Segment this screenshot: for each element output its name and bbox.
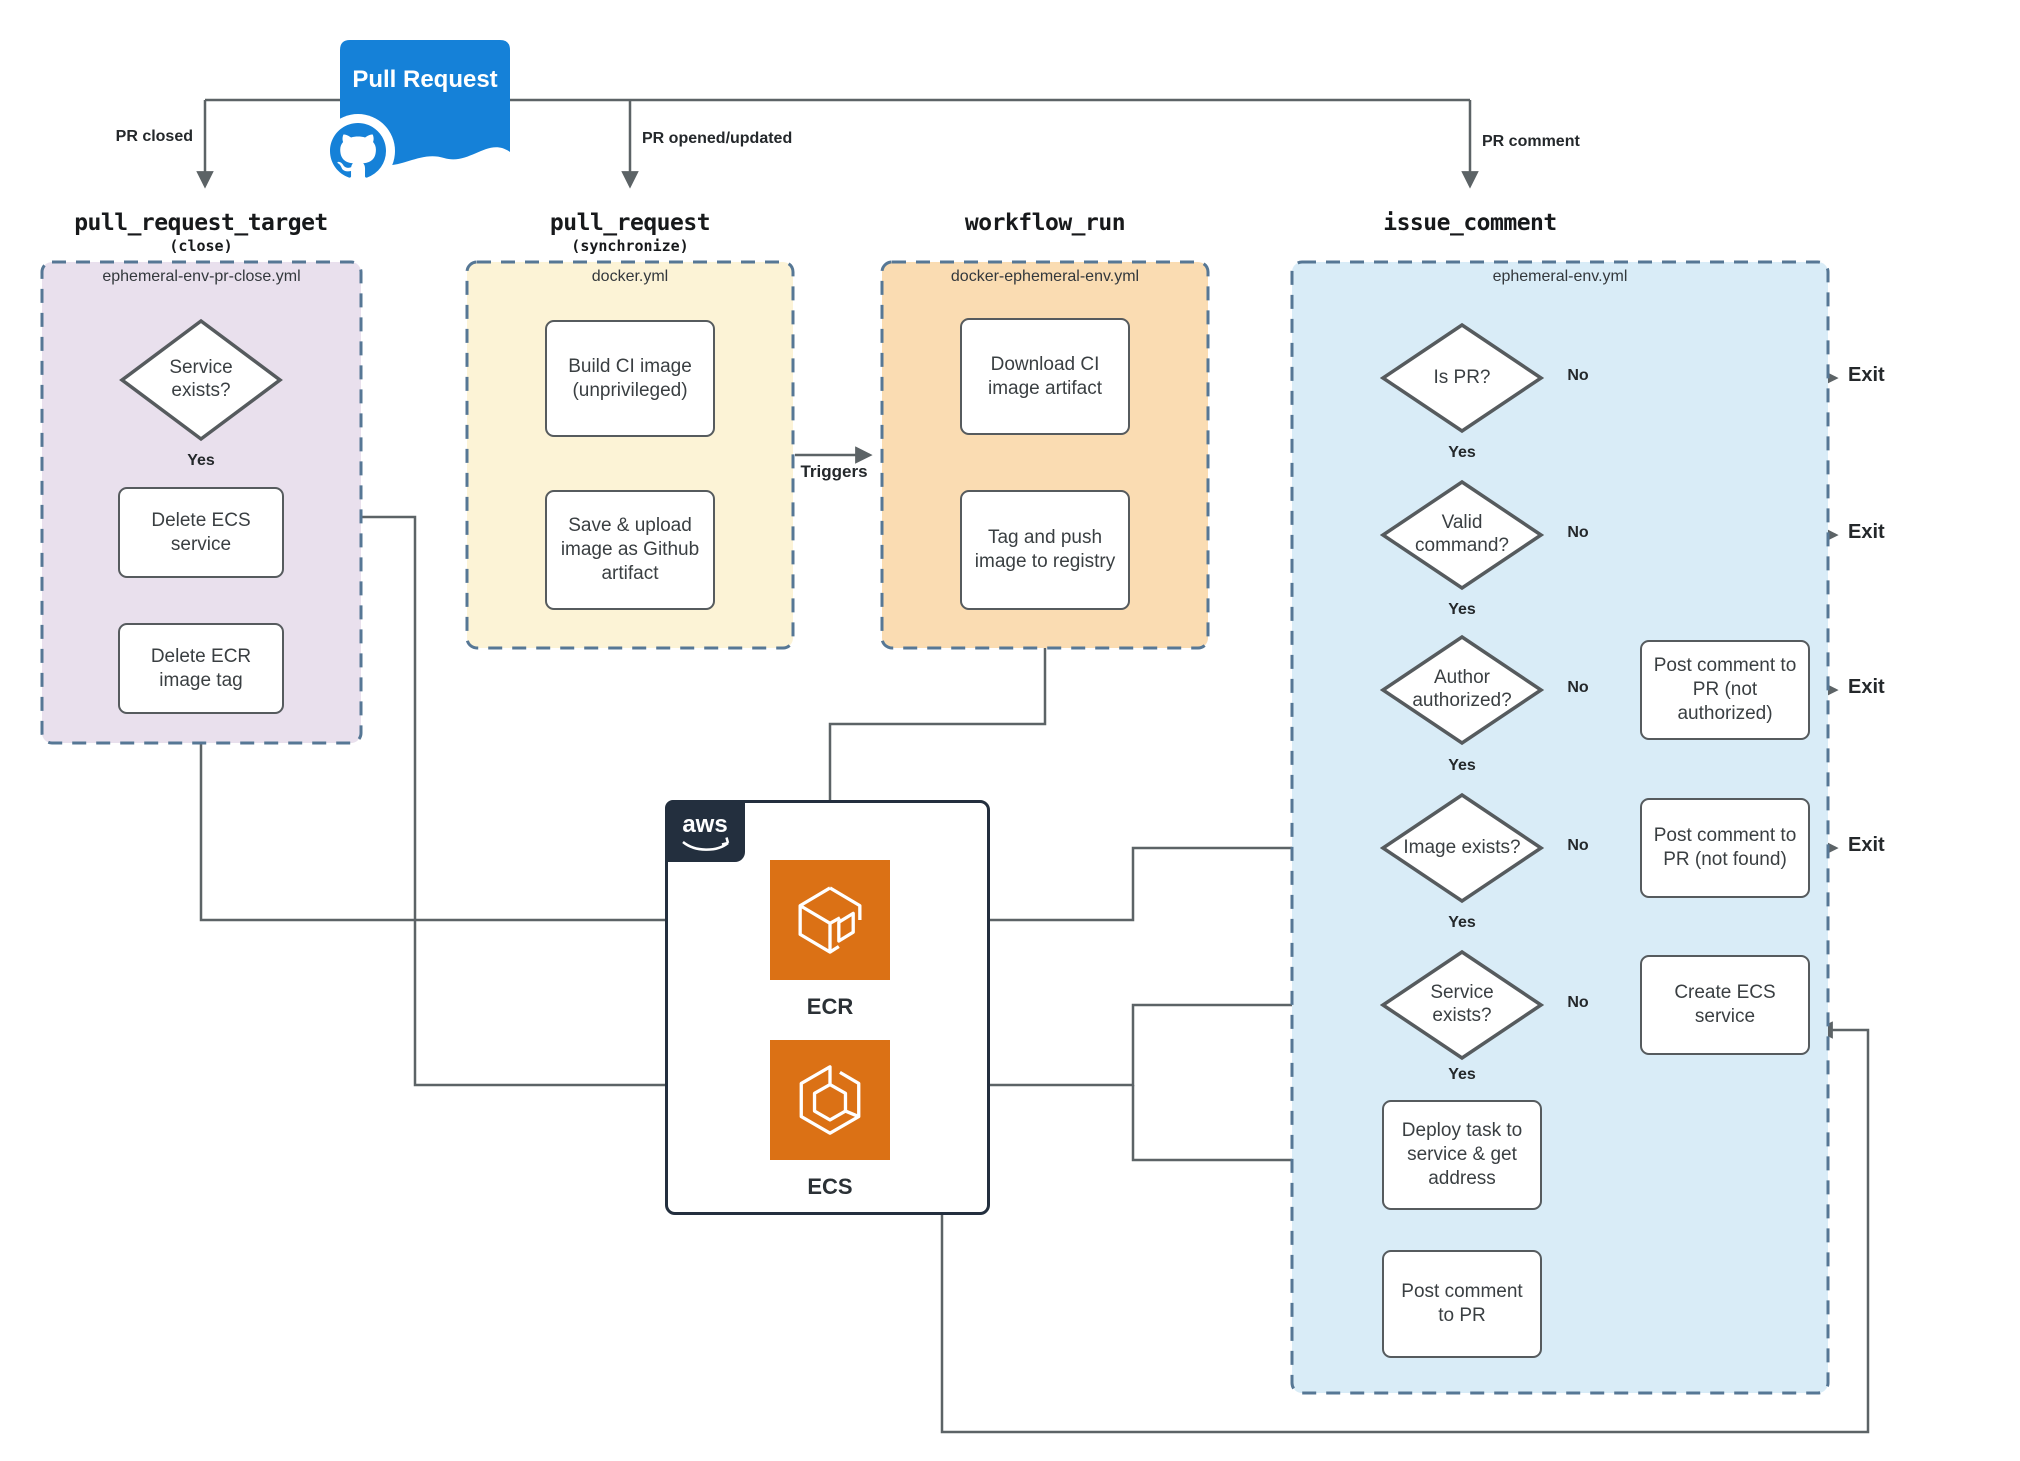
diamond-label: Service exists?	[1430, 982, 1494, 1026]
node-post-comment: Post comment to PR	[1382, 1250, 1542, 1358]
diamond-label: Author authorized?	[1412, 667, 1512, 711]
label-pr-opened: PR opened/updated	[642, 130, 793, 147]
diamond-label: Image exists?	[1403, 836, 1521, 858]
node-post-not-found: Post comment to PR (not found)	[1640, 798, 1810, 898]
aws-logo: aws	[665, 800, 745, 862]
edge-loop-create	[940, 1021, 1870, 1434]
diamond-is-pr: Is PR?	[1380, 322, 1544, 434]
header-pull-request: pull_request	[549, 210, 711, 236]
edge-deleteecr-ecr	[199, 714, 765, 929]
diamond-valid-command: Valid command?	[1380, 479, 1544, 591]
edge-ecs-serviceexists	[895, 996, 1375, 1094]
github-octocat-icon	[321, 114, 395, 188]
label-no-1: No	[1556, 367, 1600, 385]
node-save-upload-artifact: Save & upload image as Github artifact	[545, 490, 715, 610]
edge-ecr-imageexists	[895, 839, 1375, 929]
header-issue-comment: issue_comment	[1383, 210, 1557, 236]
label-yes-close: Yes	[181, 452, 221, 470]
node-download-ci-artifact: Download CI image artifact	[960, 318, 1130, 435]
diamond-label: Valid command?	[1415, 512, 1509, 556]
label-exit-3: Exit	[1848, 676, 1885, 698]
ecs-label: ECS	[807, 1174, 853, 1199]
label-exit-2: Exit	[1848, 521, 1885, 543]
diamond-author-authorized: Author authorized?	[1380, 634, 1544, 746]
node-delete-ecs-service: Delete ECS service	[118, 487, 284, 578]
label-yes-4: Yes	[1442, 914, 1482, 932]
label-exit-4: Exit	[1848, 834, 1885, 856]
node-deploy-task: Deploy task to service & get address	[1382, 1100, 1542, 1210]
node-delete-ecr-image-tag: Delete ECR image tag	[118, 623, 284, 714]
header-synchronize-qualifier: (synchronize)	[571, 237, 689, 255]
header-close-qualifier: (close)	[169, 237, 233, 255]
lane-pr-close-file: ephemeral-env-pr-close.yml	[102, 268, 301, 285]
header-pull-request-target: pull_request_target	[74, 210, 328, 236]
label-exit-1: Exit	[1848, 364, 1885, 386]
diamond-service-exists-close: Service exists?	[119, 318, 283, 442]
label-pr-closed: PR closed	[115, 128, 193, 145]
lane-docker-file: docker.yml	[591, 268, 669, 285]
node-post-not-authorized: Post comment to PR (not authorized)	[1640, 640, 1810, 740]
lane-issue-comment-file: ephemeral-env.yml	[1492, 268, 1628, 285]
label-no-5: No	[1556, 994, 1600, 1012]
node-tag-push-registry: Tag and push image to registry	[960, 490, 1130, 610]
header-workflow-run: workflow_run	[964, 210, 1126, 236]
edge-tagpush-ecr	[821, 610, 1047, 855]
label-triggers: Triggers	[800, 462, 868, 481]
label-yes-2: Yes	[1442, 601, 1482, 619]
label-yes-1: Yes	[1442, 444, 1482, 462]
label-yes-3: Yes	[1442, 757, 1482, 775]
diamond-image-exists: Image exists?	[1380, 792, 1544, 904]
ecs-icon	[770, 1040, 890, 1160]
node-create-ecs-service: Create ECS service	[1640, 955, 1810, 1055]
lane-workflow-run-file: docker-ephemeral-env.yml	[950, 268, 1140, 285]
diamond-label: Service exists?	[169, 357, 233, 401]
ecr-icon	[770, 860, 890, 980]
label-no-2: No	[1556, 524, 1600, 542]
ecr-label: ECR	[806, 994, 854, 1019]
node-build-ci-image: Build CI image (unprivileged)	[545, 320, 715, 437]
diamond-label: Is PR?	[1433, 366, 1491, 388]
label-no-3: No	[1556, 679, 1600, 697]
label-pr-comment: PR comment	[1482, 133, 1580, 150]
diamond-service-exists: Service exists?	[1380, 949, 1544, 1061]
aws-logo-text: aws	[682, 811, 727, 838]
label-yes-5: Yes	[1442, 1066, 1482, 1084]
label-no-4: No	[1556, 837, 1600, 855]
banner-title: Pull Request	[352, 66, 498, 93]
